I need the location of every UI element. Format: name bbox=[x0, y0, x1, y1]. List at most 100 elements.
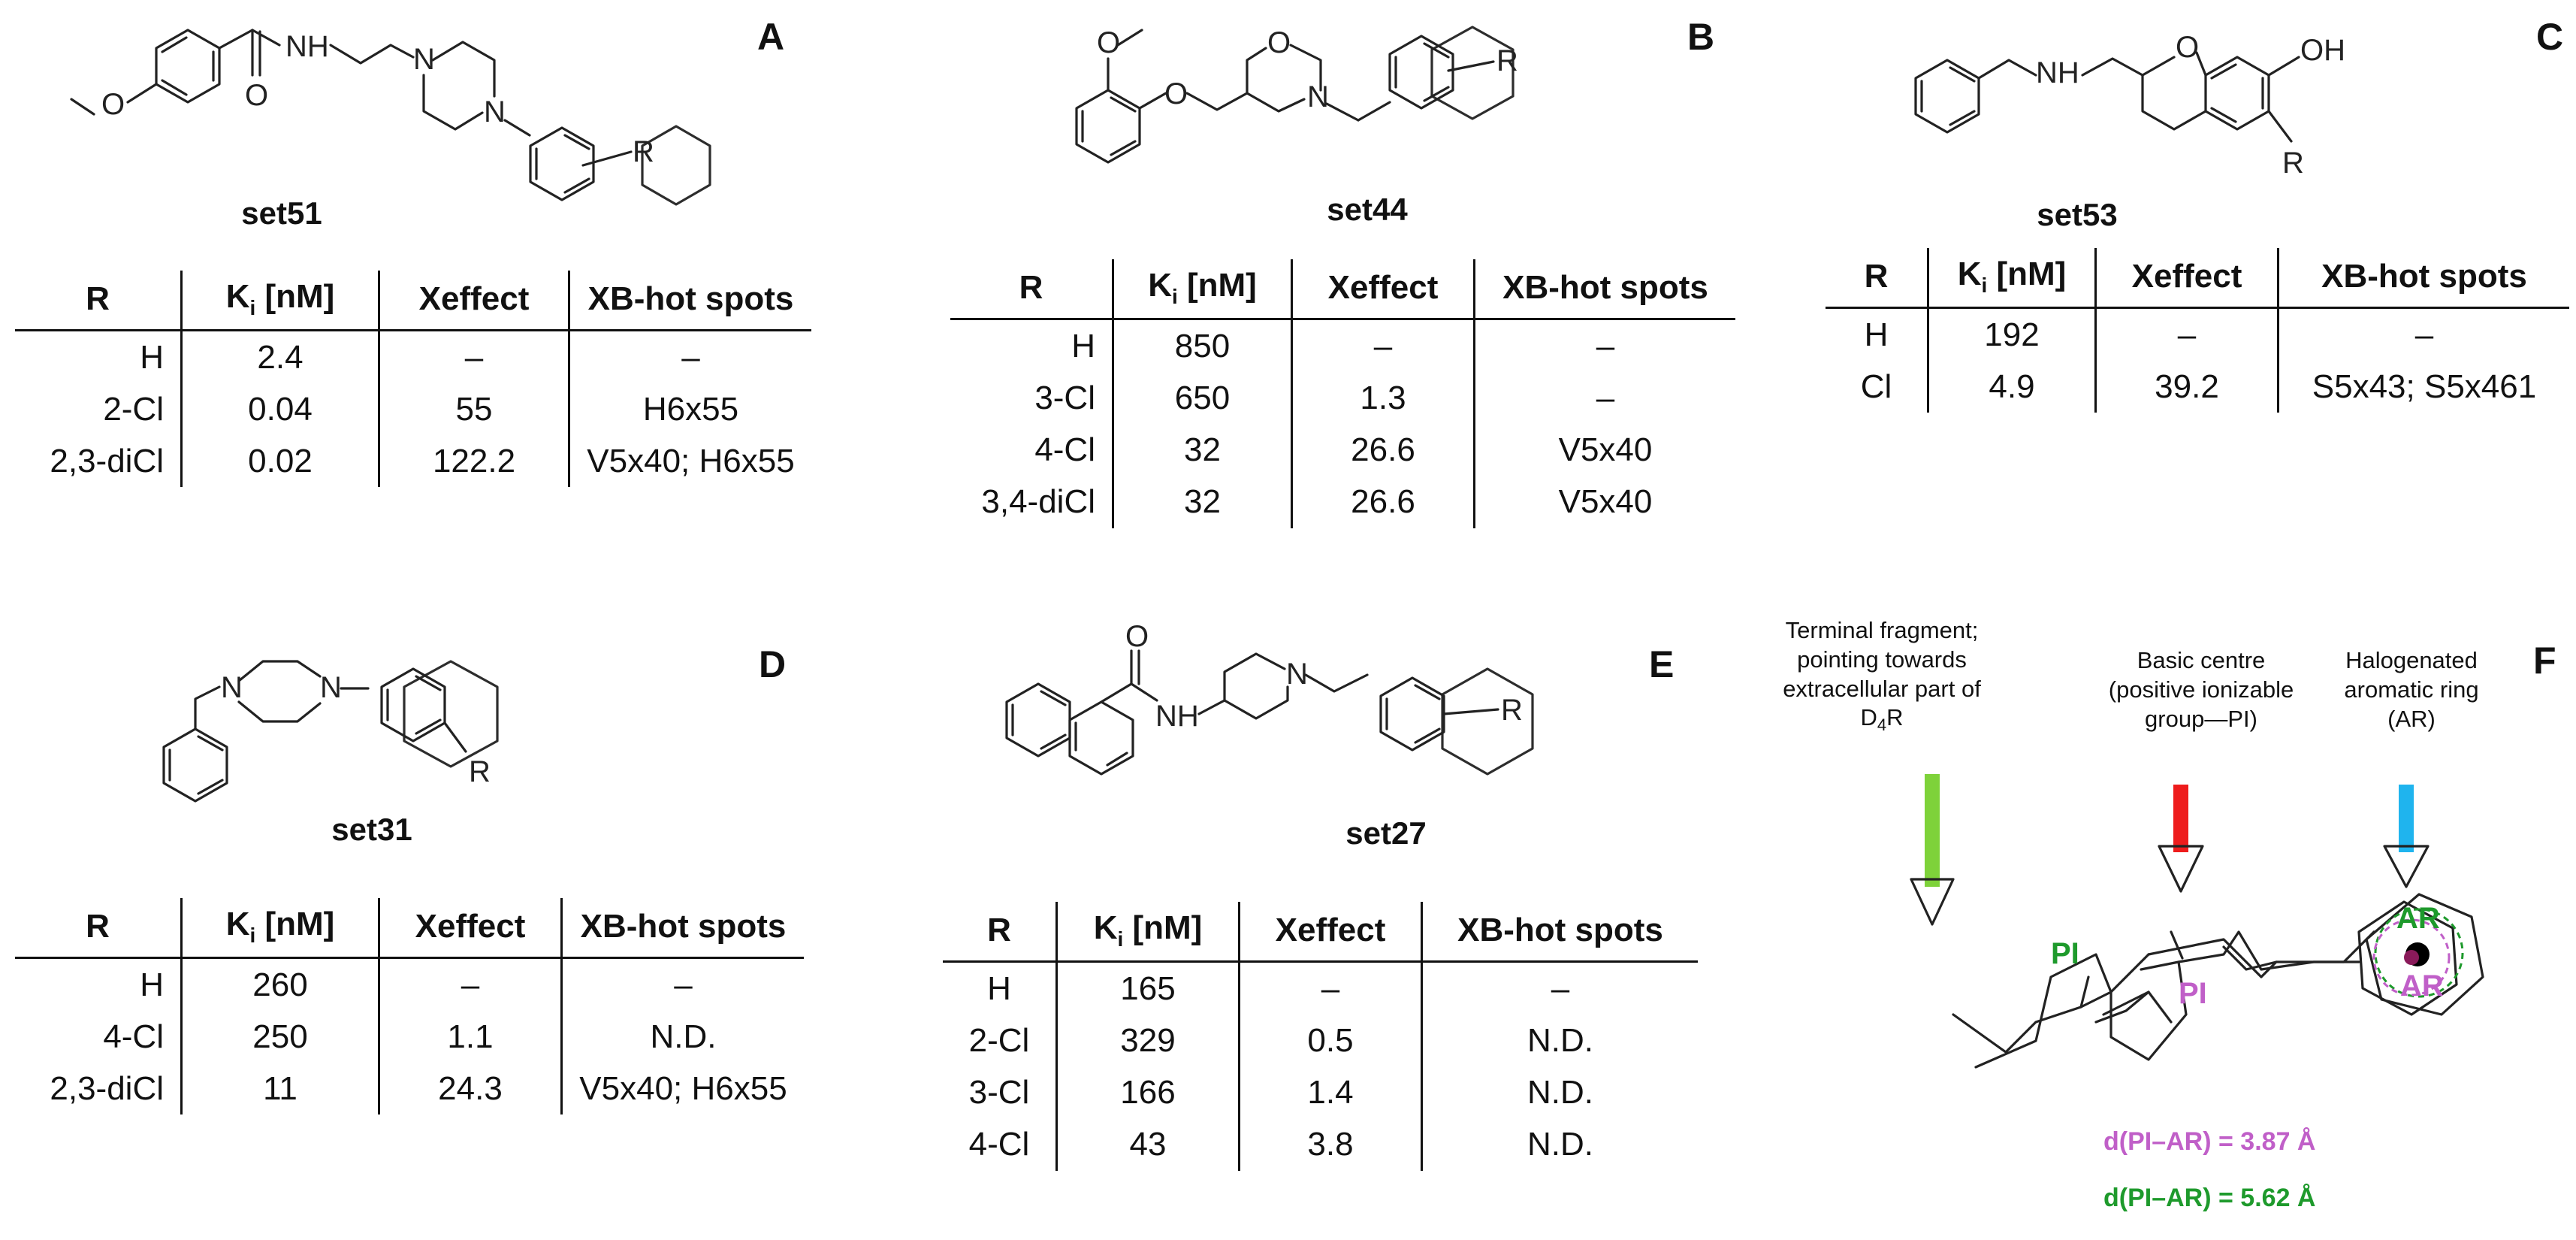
label-line: pointing towards bbox=[1797, 646, 1967, 673]
cell: 26.6 bbox=[1291, 424, 1475, 476]
label-basic-centre: Basic centre (positive ionizable group—P… bbox=[2088, 646, 2314, 733]
svg-text:N: N bbox=[1286, 658, 1308, 691]
cell: 329 bbox=[1055, 1014, 1240, 1067]
col-ki: Ki [nM] bbox=[1055, 902, 1240, 963]
cell: 32 bbox=[1112, 476, 1292, 528]
cell: 4.9 bbox=[1927, 360, 2096, 413]
svg-text:NH: NH bbox=[285, 30, 329, 63]
ar-sphere-green bbox=[2374, 908, 2464, 998]
col-xeffect: Xeffect bbox=[2094, 248, 2279, 309]
cell: 2.4 bbox=[180, 330, 379, 383]
svg-text:O: O bbox=[1164, 77, 1188, 110]
panel-letter-e: E bbox=[1649, 643, 1675, 685]
col-xb-hot-spots: XB-hot spots bbox=[2277, 248, 2569, 309]
svg-text:N: N bbox=[1307, 80, 1329, 113]
cell: – bbox=[378, 330, 569, 383]
arrow-blue bbox=[2383, 785, 2430, 888]
set-name-a: set51 bbox=[241, 195, 322, 231]
panel-letter-b: B bbox=[1687, 16, 1715, 58]
svg-text:R: R bbox=[1496, 44, 1518, 77]
label-aromatic-ring: Halogenated aromatic ring (AR) bbox=[2314, 646, 2509, 733]
cell: 0.04 bbox=[180, 383, 379, 436]
svg-text:O: O bbox=[101, 88, 125, 121]
cell: 250 bbox=[180, 1010, 379, 1063]
table-header-row: R Ki [nM] Xeffect XB-hot spots bbox=[950, 259, 1735, 320]
cell: H bbox=[987, 969, 1011, 1007]
cell: V5x40; H6x55 bbox=[568, 435, 811, 488]
highlight-ring bbox=[641, 125, 711, 206]
svg-text:O: O bbox=[2176, 31, 2199, 64]
structure-set31: N N R bbox=[162, 660, 499, 803]
cell: 2-Cl bbox=[103, 390, 164, 428]
label-line: D4R bbox=[1860, 704, 1904, 735]
cell: N.D. bbox=[1421, 1014, 1698, 1067]
cell: S5x43; S5x461 bbox=[2277, 360, 2569, 413]
cell: 0.02 bbox=[180, 435, 379, 488]
cell: 3-Cl bbox=[968, 1074, 1030, 1111]
svg-text:R: R bbox=[1501, 694, 1523, 727]
cell: V5x40 bbox=[1473, 424, 1735, 476]
nitrogen-magenta bbox=[2094, 990, 2150, 1024]
label-line: group—PI) bbox=[2145, 705, 2257, 732]
hydrogen-bond bbox=[2170, 930, 2184, 960]
distance-magenta: d(PI–AR) = 3.87 Å bbox=[2103, 1127, 2316, 1156]
cell: 2,3-diCl bbox=[50, 443, 164, 480]
cell: 3-Cl bbox=[1034, 379, 1095, 416]
cell: 1.1 bbox=[378, 1010, 562, 1063]
set-name-b: set44 bbox=[1327, 192, 1408, 227]
cell: – bbox=[1473, 371, 1735, 425]
cell: 55 bbox=[378, 383, 569, 436]
label-line: aromatic ring bbox=[2344, 676, 2479, 703]
cell: N.D. bbox=[560, 1010, 804, 1063]
svg-text:O: O bbox=[1125, 620, 1149, 653]
panel-letter-f: F bbox=[2533, 640, 2556, 682]
ar-marker-magenta: AR bbox=[2400, 969, 2444, 1003]
cell: H bbox=[1071, 327, 1095, 364]
col-ki: Ki [nM] bbox=[1112, 259, 1292, 320]
col-ki: Ki [nM] bbox=[180, 271, 379, 331]
svg-text:OH: OH bbox=[2300, 34, 2345, 67]
svg-text:O: O bbox=[1267, 26, 1291, 59]
label-line: (AR) bbox=[2387, 705, 2436, 732]
ar-marker-green: AR bbox=[2396, 902, 2440, 935]
cell: H6x55 bbox=[568, 383, 811, 436]
col-xb-hot-spots: XB-hot spots bbox=[1421, 902, 1698, 963]
cell: 11 bbox=[180, 1063, 379, 1115]
col-xeffect: Xeffect bbox=[378, 898, 562, 959]
panel-letter-a: A bbox=[757, 16, 785, 58]
cell: H bbox=[140, 966, 164, 1003]
cell: – bbox=[2094, 307, 2279, 361]
cell: 2-Cl bbox=[968, 1021, 1030, 1059]
svg-text:R: R bbox=[469, 755, 491, 788]
arrow-green bbox=[1910, 774, 1955, 926]
cell: – bbox=[2277, 307, 2569, 361]
svg-text:NH: NH bbox=[2036, 56, 2079, 89]
distance-green: d(PI–AR) = 5.62 Å bbox=[2103, 1184, 2316, 1212]
col-xeffect: Xeffect bbox=[1238, 902, 1422, 963]
cell: 4-Cl bbox=[1034, 431, 1095, 469]
highlight-ring bbox=[1430, 26, 1514, 120]
cell: 850 bbox=[1112, 319, 1292, 372]
label-line: Halogenated bbox=[2345, 647, 2478, 673]
panel-letter-c: C bbox=[2536, 16, 2564, 58]
cell: – bbox=[1473, 319, 1735, 372]
cell: 165 bbox=[1055, 961, 1240, 1015]
label-line: (positive ionizable bbox=[2108, 676, 2294, 703]
cell: H bbox=[140, 338, 164, 376]
svg-text:N: N bbox=[320, 671, 342, 704]
table-header-row: R Ki [nM] Xeffect XB-hot spots bbox=[15, 271, 811, 331]
table-header-row: R Ki [nM] Xeffect XB-hot spots bbox=[1826, 248, 2569, 309]
svg-text:N: N bbox=[413, 43, 435, 76]
pi-marker-magenta: PI bbox=[2179, 977, 2207, 1010]
cell: V5x40; H6x55 bbox=[560, 1063, 804, 1115]
